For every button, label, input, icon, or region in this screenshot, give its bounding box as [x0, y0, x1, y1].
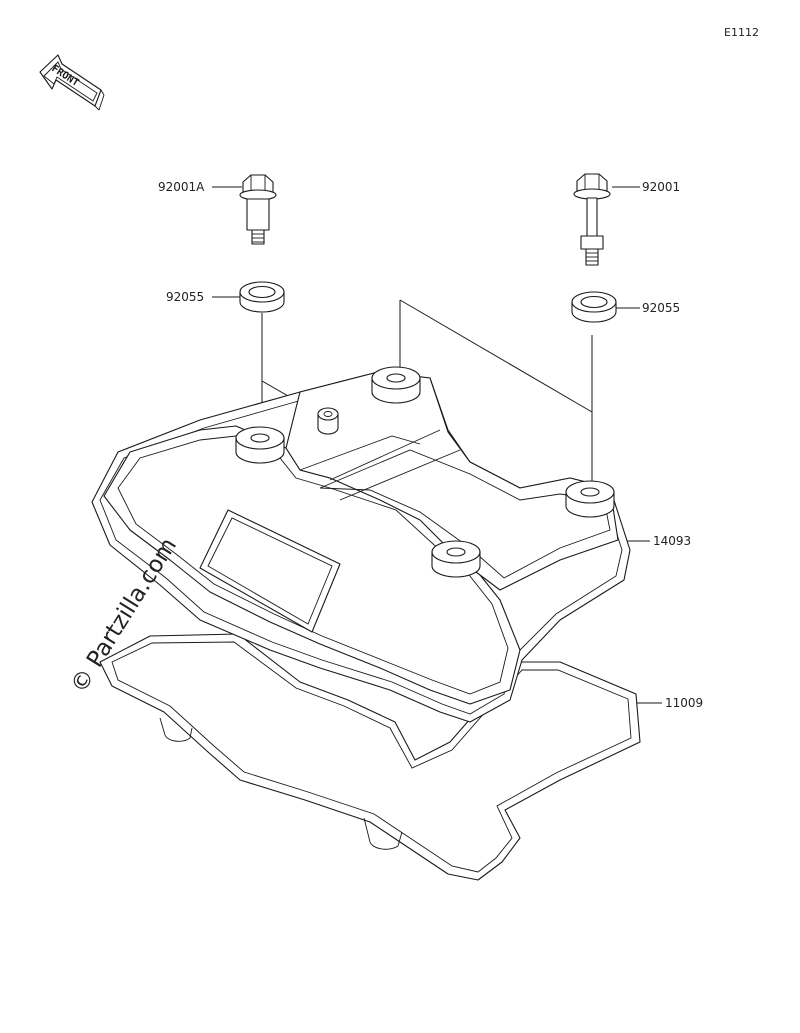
callout-bolt-right: 92001 [642, 180, 681, 194]
callout-gasket: 11009 [665, 696, 704, 710]
bolt-boss-rear-left [371, 366, 421, 404]
bolt-boss-rear-right [565, 480, 615, 518]
breather-nipple [317, 407, 339, 435]
bolt-boss-front-left [235, 426, 285, 464]
washer-right [571, 291, 617, 323]
callout-washer-right: 92055 [642, 301, 681, 315]
flange-bolt-right [573, 173, 611, 266]
bolt-boss-front-right [431, 540, 481, 578]
washer-left [239, 281, 285, 313]
callout-washer-left: 92055 [166, 290, 205, 304]
callout-cylinder-head-cover: 14093 [653, 534, 692, 548]
cylinder-head-cover [91, 366, 631, 723]
front-arrow-icon: FRONT [39, 54, 105, 111]
diagram-code: E1112 [724, 26, 759, 39]
flange-bolt-left [239, 174, 277, 245]
callout-bolt-left: 92001A [158, 180, 205, 194]
